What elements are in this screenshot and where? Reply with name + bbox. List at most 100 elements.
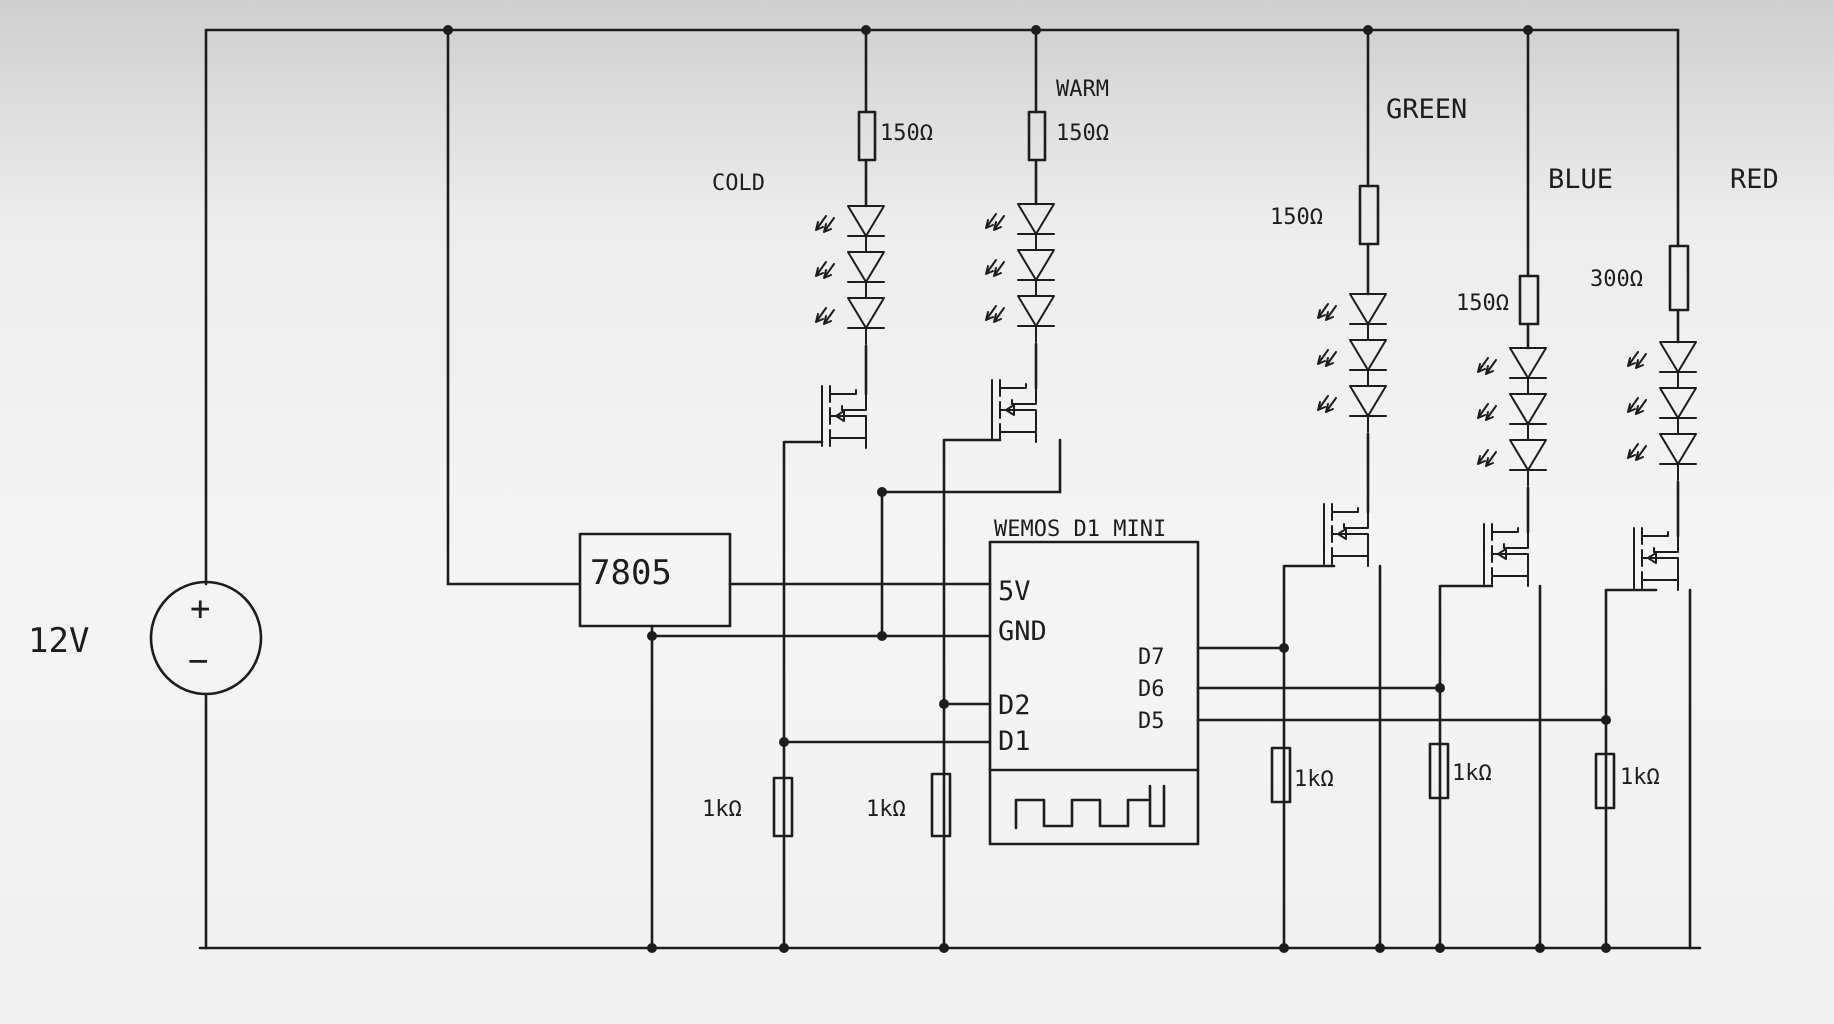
pin-d7-label: D7	[1138, 645, 1165, 670]
led-icon	[1477, 347, 1547, 395]
ground-rail-junctions	[647, 943, 1611, 953]
red-gate-wire	[1604, 588, 1658, 950]
mosfet-ground-bus	[877, 438, 1062, 641]
cold-label: COLD	[712, 171, 765, 196]
junction	[861, 25, 871, 35]
warm-pulldown-resistor	[930, 772, 952, 838]
warm-gate-wire	[942, 438, 1002, 706]
red-resistor-label: 300Ω	[1590, 267, 1643, 292]
blue-resistor-label: 150Ω	[1456, 291, 1509, 316]
mcu-box	[988, 540, 1200, 846]
pulldown-resistors: 1kΩ 1kΩ 1kΩ 1kΩ 1kΩ	[702, 742, 1660, 838]
source-voltage-label: 12V	[28, 621, 89, 661]
led-icon	[1627, 341, 1697, 389]
junction	[1535, 943, 1545, 953]
junction	[1279, 943, 1289, 953]
channel-warm: 150Ω WARM	[985, 25, 1109, 443]
junction	[939, 699, 949, 709]
channel-red: 300Ω RED	[1590, 28, 1779, 591]
cold-mosfet	[821, 385, 867, 449]
battery-12v: + − 12V	[28, 580, 263, 696]
blue-pulldown-resistor	[1428, 742, 1450, 800]
pin-d1-label: D1	[998, 726, 1031, 757]
warm-pulldown-label: 1kΩ	[866, 797, 906, 822]
supply-rails	[198, 25, 1702, 950]
mosfet-source-returns	[880, 564, 1692, 950]
junction	[1435, 943, 1445, 953]
junction	[1601, 943, 1611, 953]
led-icon	[1317, 339, 1387, 387]
green-pulldown-resistor	[1270, 746, 1292, 804]
led-icon	[985, 295, 1055, 343]
source-plus-sign: +	[190, 589, 210, 629]
junction	[1375, 943, 1385, 953]
warm-mosfet	[991, 379, 1037, 443]
blue-pulldown-label: 1kΩ	[1452, 761, 1492, 786]
channel-blue: 150Ω BLUE	[1456, 25, 1613, 587]
led-icon	[815, 297, 885, 345]
led-icon	[1317, 293, 1387, 341]
green-led-string	[1317, 293, 1387, 433]
blue-label: BLUE	[1548, 164, 1613, 195]
red-mosfet	[1633, 527, 1679, 591]
junction	[647, 631, 657, 641]
junction	[443, 25, 453, 35]
regulator-7805: 7805	[578, 532, 992, 950]
mcu-title: WEMOS D1 MINI	[994, 517, 1166, 542]
junction	[1435, 683, 1445, 693]
channel-cold: 150Ω COLD	[712, 25, 933, 449]
junction	[939, 943, 949, 953]
channel-green: 150Ω GREEN	[1270, 25, 1467, 567]
junction	[779, 737, 789, 747]
cold-pulldown-label: 1kΩ	[702, 797, 742, 822]
led-icon	[1477, 393, 1547, 441]
cold-pulldown-resistor	[772, 776, 794, 838]
source-circle	[149, 580, 263, 696]
led-icon	[1477, 439, 1547, 487]
green-resistor-label: 150Ω	[1270, 205, 1323, 230]
regulator-box	[578, 532, 732, 628]
warm-resistor	[1027, 110, 1047, 162]
junction	[1363, 25, 1373, 35]
junction	[647, 943, 657, 953]
pin-d6-label: D6	[1138, 677, 1165, 702]
blue-gate-wire	[1438, 584, 1494, 950]
cold-resistor	[857, 110, 877, 162]
led-icon	[1627, 433, 1697, 481]
gate-wires-right	[1196, 564, 1658, 950]
cold-gate-wire	[782, 440, 992, 744]
source-minus-sign: −	[188, 641, 208, 681]
cold-led-string	[815, 205, 885, 345]
blue-led-string	[1477, 347, 1547, 487]
mcu-antenna-icon	[1014, 784, 1166, 830]
green-pulldown-label: 1kΩ	[1294, 767, 1334, 792]
green-label: GREEN	[1386, 94, 1467, 125]
led-icon	[815, 251, 885, 299]
junction	[1523, 25, 1533, 35]
led-icon	[985, 249, 1055, 297]
led-icon	[1317, 385, 1387, 433]
red-led-string	[1627, 341, 1697, 481]
green-mosfet	[1323, 503, 1369, 567]
red-pulldown-label: 1kΩ	[1620, 765, 1660, 790]
red-resistor	[1668, 244, 1690, 312]
warm-led-string	[985, 203, 1055, 343]
red-label: RED	[1730, 164, 1779, 195]
gate-wires-left	[779, 438, 1002, 950]
green-resistor	[1358, 184, 1380, 246]
blue-mosfet	[1483, 523, 1529, 587]
pin-5v-label: 5V	[998, 576, 1031, 607]
led-icon	[1627, 387, 1697, 435]
junction	[1279, 643, 1289, 653]
junction	[1031, 25, 1041, 35]
pin-d2-label: D2	[998, 690, 1031, 721]
junction	[1601, 715, 1611, 725]
warm-resistor-label: 150Ω	[1056, 121, 1109, 146]
blue-resistor	[1518, 274, 1540, 326]
pin-gnd-label: GND	[998, 616, 1047, 647]
junction	[877, 487, 887, 497]
regulator-label: 7805	[590, 553, 672, 593]
led-icon	[815, 205, 885, 253]
junction	[779, 943, 789, 953]
